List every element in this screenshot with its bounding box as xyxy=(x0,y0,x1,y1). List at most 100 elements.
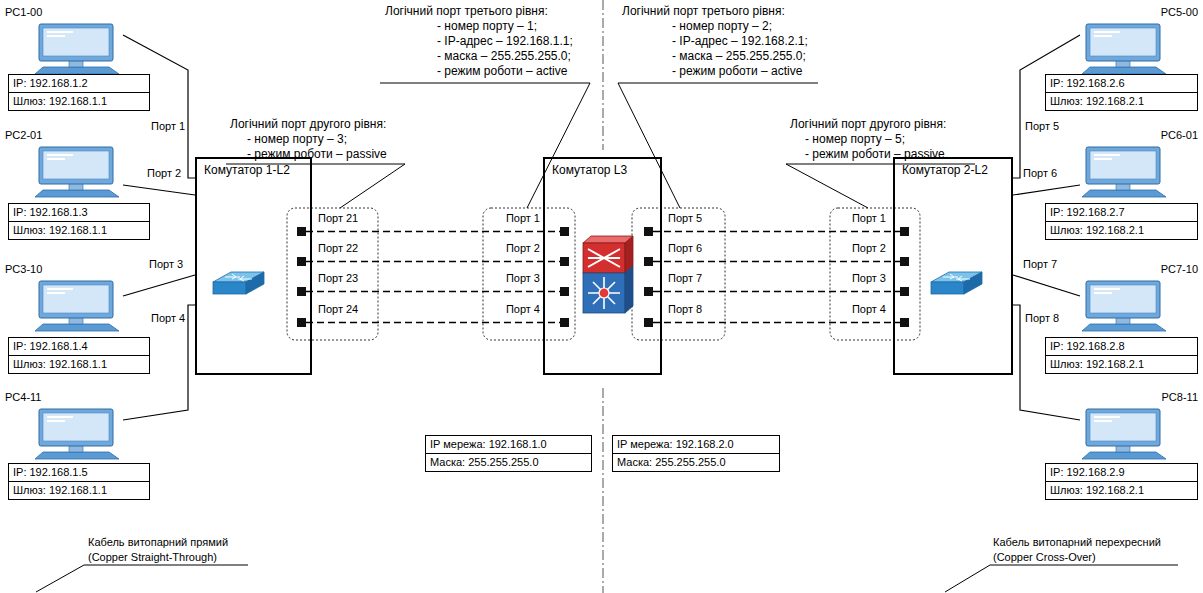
callout-text: - номер порту – 5; xyxy=(805,132,905,147)
address-row: IP: 192.168.2.9 xyxy=(1046,464,1197,481)
address-row: Шлюз: 192.168.1.1 xyxy=(9,92,149,110)
address-box: IP мережа: 192.168.2.0Маска: 255.255.255… xyxy=(612,435,780,472)
address-box: IP: 192.168.1.2Шлюз: 192.168.1.1 xyxy=(8,74,150,111)
port-square: Порт 2 xyxy=(560,257,569,266)
l2-switch-icon xyxy=(931,272,982,294)
address-box: IP: 192.168.1.4Шлюз: 192.168.1.1 xyxy=(8,337,150,374)
leader-line xyxy=(380,83,590,208)
monitor xyxy=(1086,24,1160,61)
pc-station: PC6-01 xyxy=(1080,128,1198,198)
cable-link xyxy=(123,275,195,296)
callout-text: - номер порту – 1; xyxy=(437,19,537,34)
keyboard xyxy=(1082,67,1166,74)
pc-station: PC5-00 xyxy=(1080,5,1198,75)
port-label: Порт 4 xyxy=(506,303,540,316)
port-square: Порт 22 xyxy=(297,257,306,266)
keyboard xyxy=(1082,190,1166,197)
callout-text: Логічний порт другого рівня: xyxy=(230,117,386,132)
switch-box: Комутатор 1-L2Порт 21Порт 22Порт 23Порт … xyxy=(195,157,312,375)
address-row: Шлюз: 192.168.2.1 xyxy=(1046,92,1197,110)
address-row: Шлюз: 192.168.1.1 xyxy=(9,221,149,239)
trunk-link xyxy=(653,231,900,232)
screen-glare xyxy=(1094,32,1120,36)
address-row: IP: 192.168.1.2 xyxy=(9,75,149,92)
callout-text: - номер порту – 3; xyxy=(247,132,347,147)
switch-title: Комутатор 1-L2 xyxy=(197,159,310,181)
trunk-link xyxy=(653,291,900,292)
screen xyxy=(1090,285,1156,313)
port-group-outline xyxy=(830,208,920,340)
switch-title: Комутатор L3 xyxy=(545,159,660,181)
pc-icon xyxy=(33,408,123,460)
trunk-link xyxy=(306,291,560,292)
port-label: Порт 1 xyxy=(852,212,886,225)
port-group-outline xyxy=(632,208,725,340)
icon-arrows xyxy=(588,277,620,309)
icon-face xyxy=(964,272,982,294)
port-group-outline xyxy=(287,208,378,340)
callout-text: Логічний порт третього рівня: xyxy=(385,4,548,19)
port-label: Порт 8 xyxy=(668,303,702,316)
port-square: Порт 1 xyxy=(560,227,569,236)
icon-face xyxy=(583,243,625,273)
leader-lines xyxy=(36,83,1178,592)
callout-text: - режим роботи – active xyxy=(672,64,802,79)
l3-switch-icon xyxy=(583,236,633,313)
pc-icon xyxy=(1080,146,1170,198)
screen xyxy=(43,285,109,313)
cable-note: Кабель витопарний перехресний xyxy=(993,535,1161,549)
switch-box: Комутатор 2-L2Порт 1Порт 2Порт 3Порт 4 xyxy=(893,157,1013,375)
address-row: IP: 192.168.2.6 xyxy=(1046,75,1197,92)
port-label: Порт 4 xyxy=(852,303,886,316)
callout-text: - режим роботи – active xyxy=(437,64,567,79)
address-row: Шлюз: 192.168.2.1 xyxy=(1046,221,1197,239)
leader-line xyxy=(945,565,1178,592)
port-label: Порт 24 xyxy=(318,303,358,316)
pc-icon xyxy=(1080,23,1170,75)
leader-line xyxy=(36,565,248,592)
keyboard xyxy=(1082,324,1166,331)
port-label: Порт 1 xyxy=(506,212,540,225)
screen xyxy=(1090,413,1156,441)
callout-text: - номер порту – 2; xyxy=(672,19,772,34)
pc-name: PC2-01 xyxy=(5,128,42,142)
port-square: Порт 23 xyxy=(297,287,306,296)
port-label: Порт 23 xyxy=(318,272,358,285)
trunk-link xyxy=(653,261,900,262)
pc-station: PC4-11 xyxy=(5,390,123,460)
cable-link xyxy=(123,185,195,195)
icon-arrows xyxy=(225,274,252,281)
pc-icon xyxy=(33,280,123,332)
cable-note: (Copper Cross-Over) xyxy=(993,550,1096,564)
keyboard xyxy=(35,190,119,197)
trunk-link xyxy=(306,261,560,262)
pc-name: PC7-10 xyxy=(1161,262,1198,276)
address-row: IP мережа: 192.168.2.0 xyxy=(613,436,779,453)
leader-line xyxy=(618,83,818,208)
port-square: Порт 8 xyxy=(644,318,653,327)
port-label: Порт 4 xyxy=(150,312,186,325)
port-groups xyxy=(287,208,920,340)
port-label: Порт 3 xyxy=(852,272,886,285)
pc-name: PC6-01 xyxy=(1161,128,1198,142)
screen xyxy=(43,28,109,56)
port-square: Порт 6 xyxy=(644,257,653,266)
icon-face xyxy=(246,272,264,294)
switch-box: Комутатор L3Порт 1Порт 2Порт 3Порт 4Порт… xyxy=(543,157,662,375)
screen-glare xyxy=(47,155,73,159)
pc-station: PC2-01 xyxy=(5,128,123,198)
port-label: Порт 6 xyxy=(1022,167,1058,180)
address-row: Шлюз: 192.168.2.1 xyxy=(1046,355,1197,373)
keyboard xyxy=(35,452,119,459)
pc-name: PC8-11 xyxy=(1162,390,1198,404)
screen xyxy=(1090,151,1156,179)
icon-face xyxy=(583,236,633,243)
cable-note: (Copper Straight-Through) xyxy=(88,550,217,564)
pc-station: PC7-10 xyxy=(1080,262,1198,332)
cable-note: Кабель витопарний прямий xyxy=(88,535,228,549)
port-square: Порт 4 xyxy=(900,318,909,327)
keyboard xyxy=(35,67,119,74)
trunk-link xyxy=(306,231,560,232)
callout-text: Логічний порт другого рівня: xyxy=(790,117,946,132)
address-box: IP: 192.168.2.7Шлюз: 192.168.2.1 xyxy=(1045,203,1198,240)
